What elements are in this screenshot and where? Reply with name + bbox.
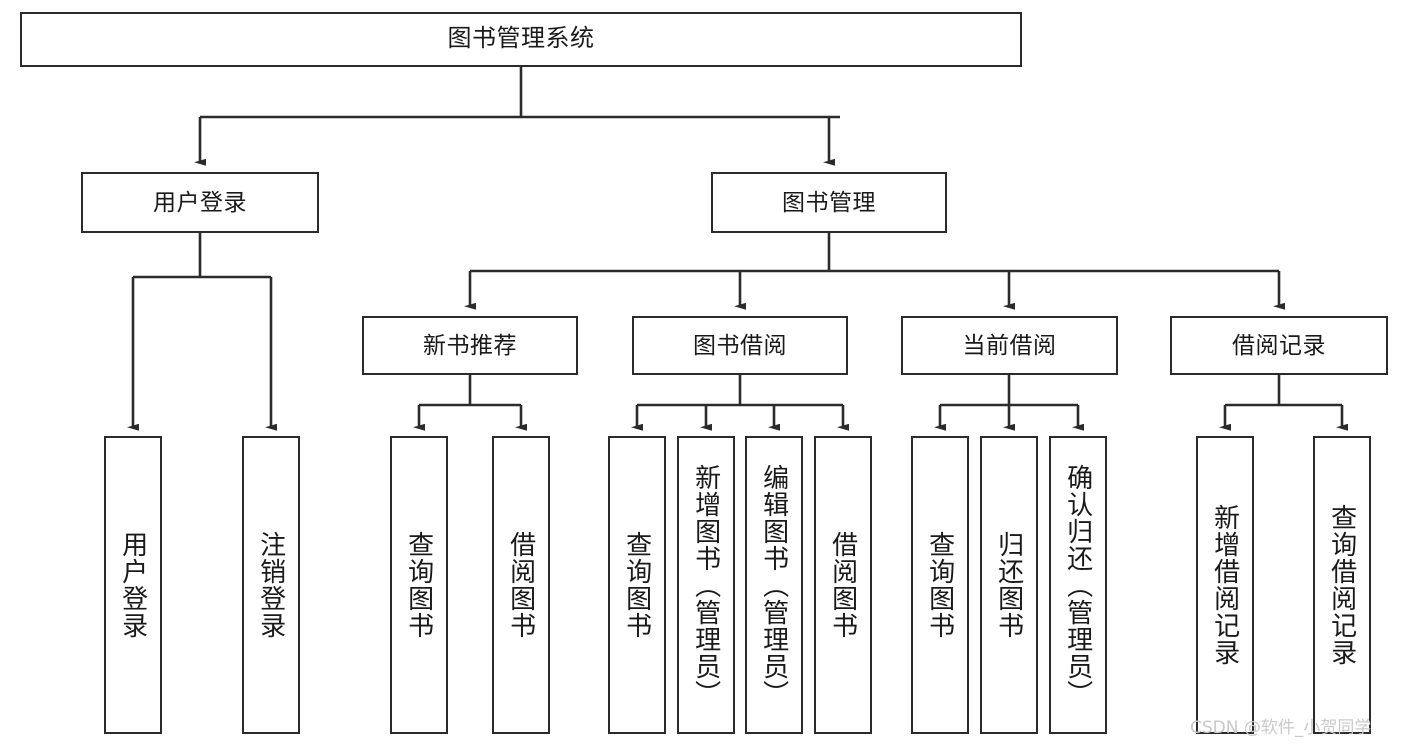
node-root-label: 图书管理系统	[447, 25, 595, 53]
node-root-book-management-system[interactable]: 图书管理系统	[20, 12, 1022, 67]
node-leaf-borrow-book[interactable]: 借阅图书	[814, 436, 872, 734]
node-leaf-edit-book-admin-label: 编辑图书（管理员）	[759, 463, 790, 707]
node-user-login-label: 用户登录	[153, 188, 247, 215]
node-leaf-recommend-borrow-book-label: 借阅图书	[506, 531, 537, 639]
node-leaf-borrow-query-book[interactable]: 查询图书	[608, 436, 666, 734]
node-book-management-label: 图书管理	[782, 188, 876, 215]
node-leaf-return-book[interactable]: 归还图书	[980, 436, 1038, 734]
node-leaf-user-login-label: 用户登录	[118, 531, 149, 639]
node-borrow-record[interactable]: 借阅记录	[1170, 316, 1388, 375]
node-leaf-query-borrow-record-label: 查询借阅记录	[1327, 504, 1358, 666]
node-leaf-confirm-return-admin[interactable]: 确认归还（管理员）	[1049, 436, 1107, 734]
node-leaf-logout-label: 注销登录	[256, 531, 287, 639]
node-leaf-logout[interactable]: 注销登录	[242, 436, 300, 734]
node-leaf-current-query-book-label: 查询图书	[925, 531, 956, 639]
node-leaf-add-book-admin[interactable]: 新增图书（管理员）	[677, 436, 735, 734]
node-leaf-user-login[interactable]: 用户登录	[104, 436, 162, 734]
node-leaf-add-borrow-record-label: 新增借阅记录	[1210, 504, 1241, 666]
node-current-borrow-label: 当前借阅	[962, 331, 1057, 358]
node-leaf-borrow-query-book-label: 查询图书	[622, 531, 653, 639]
csdn-watermark: CSDN @软件_小贺同学	[1190, 718, 1372, 738]
node-user-login[interactable]: 用户登录	[81, 172, 319, 233]
node-leaf-recommend-query-book[interactable]: 查询图书	[390, 436, 448, 734]
node-borrow-record-label: 借阅记录	[1232, 331, 1326, 358]
node-leaf-recommend-query-book-label: 查询图书	[404, 531, 435, 639]
node-leaf-add-book-admin-label: 新增图书（管理员）	[691, 463, 722, 707]
node-book-management[interactable]: 图书管理	[711, 172, 947, 233]
node-current-borrow[interactable]: 当前借阅	[901, 316, 1118, 375]
node-leaf-add-borrow-record[interactable]: 新增借阅记录	[1196, 436, 1254, 734]
node-book-borrow-label: 图书借阅	[693, 331, 787, 358]
node-new-book-recommend-label: 新书推荐	[423, 331, 517, 358]
node-leaf-current-query-book[interactable]: 查询图书	[911, 436, 969, 734]
node-new-book-recommend[interactable]: 新书推荐	[362, 316, 578, 375]
node-leaf-confirm-return-admin-label: 确认归还（管理员）	[1063, 463, 1094, 707]
node-leaf-return-book-label: 归还图书	[994, 531, 1025, 639]
node-book-borrow[interactable]: 图书借阅	[632, 316, 848, 375]
node-leaf-recommend-borrow-book[interactable]: 借阅图书	[492, 436, 550, 734]
node-leaf-edit-book-admin[interactable]: 编辑图书（管理员）	[745, 436, 803, 734]
node-leaf-borrow-book-label: 借阅图书	[828, 531, 859, 639]
node-leaf-query-borrow-record[interactable]: 查询借阅记录	[1313, 436, 1371, 734]
